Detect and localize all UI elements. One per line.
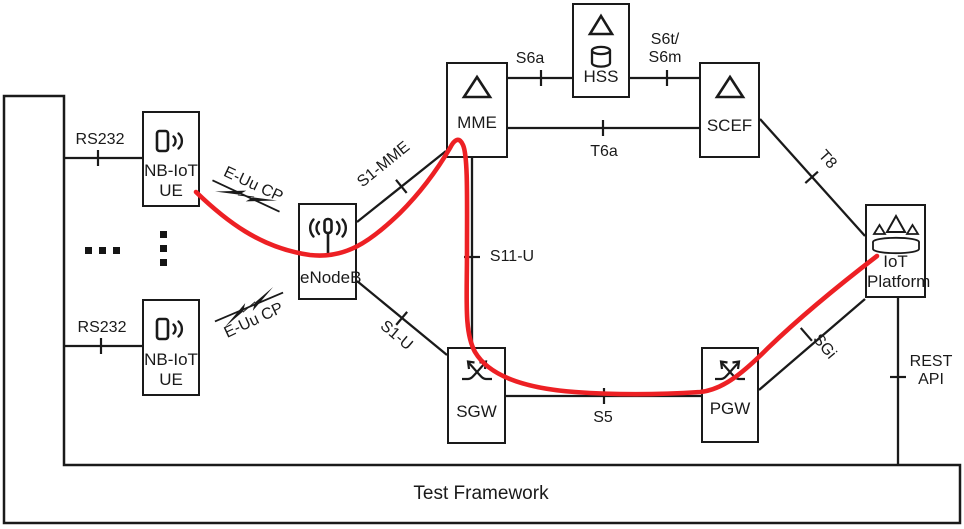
ellipsis-dot: [99, 247, 106, 254]
node-label: SGW: [456, 402, 497, 422]
triangle-icon: [713, 73, 747, 106]
crossed-arrows-icon: [459, 355, 495, 390]
node-hss: HSS: [572, 3, 630, 98]
tick-s1-u: [395, 311, 408, 326]
ellipsis-dot: [160, 231, 167, 238]
ellipsis-dot: [113, 247, 120, 254]
node-nbiot-ue-bottom: NB-IoT UE: [142, 299, 200, 396]
link-label-t8: T8: [814, 147, 840, 173]
link-t8: [759, 118, 866, 237]
link-label-s6t-s6m: S6t/ S6m: [648, 31, 682, 66]
tick-s1-mme: [395, 179, 408, 194]
link-label-rs232-top: RS232: [75, 131, 125, 149]
link-label-s6a: S6a: [515, 50, 545, 68]
link-label-euu-cp-top: E-Uu CP: [220, 163, 286, 206]
node-label: SCEF: [706, 116, 753, 136]
node-iot-platform: IoT Platform: [865, 204, 931, 298]
node-label: eNodeB: [300, 268, 362, 288]
link-label-s5: S5: [593, 409, 613, 427]
node-label: HSS: [583, 67, 619, 87]
database-icon: [588, 44, 614, 75]
triangle-icon: [587, 13, 615, 42]
node-label: MME: [457, 113, 497, 133]
link-label-euu-cp-bottom: E-Uu CP: [221, 299, 287, 342]
phone-signal-icon: [154, 128, 188, 159]
crossed-arrows-icon: [712, 355, 748, 390]
tick-t8: [804, 170, 819, 184]
node-scef: SCEF: [699, 62, 760, 158]
link-label-s1-mme: S1-MME: [354, 138, 414, 191]
node-pgw: PGW: [701, 347, 759, 443]
node-label: PGW: [709, 399, 751, 419]
triangle-icon: [460, 73, 494, 106]
node-nbiot-ue-top: NB-IoT UE: [142, 111, 200, 207]
test-framework-label: Test Framework: [413, 483, 549, 504]
link-label-rest-api: REST API: [909, 353, 953, 388]
antenna-icon: [306, 215, 350, 266]
link-label-rs232-bottom: RS232: [77, 319, 127, 337]
ellipsis-dot: [160, 259, 167, 266]
link-label-s11-u: S11-U: [489, 248, 535, 266]
node-sgw: SGW: [447, 347, 506, 444]
node-label: IoT Platform: [867, 251, 931, 292]
ellipsis-dot: [160, 245, 167, 252]
link-label-t6a: T6a: [590, 143, 618, 161]
link-label-sgi: SGi: [809, 331, 840, 363]
node-label: NB-IoT UE: [144, 349, 198, 390]
node-enodeb: eNodeB: [298, 203, 362, 300]
node-label: NB-IoT UE: [144, 160, 198, 201]
phone-signal-icon: [154, 316, 188, 347]
link-label-s1-u: S1-U: [376, 317, 416, 354]
tick-sgi: [799, 327, 813, 342]
ellipsis-dot: [85, 247, 92, 254]
node-mme: MME: [446, 62, 508, 158]
